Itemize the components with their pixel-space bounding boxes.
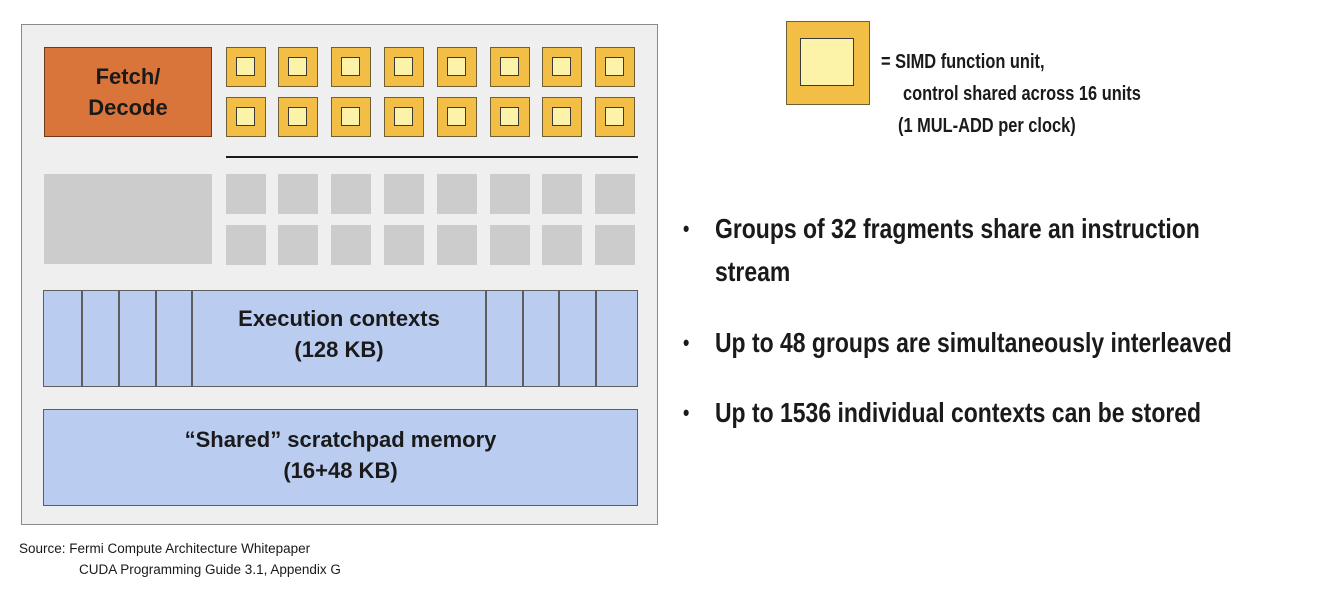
simd-alu xyxy=(437,47,477,87)
inactive-alu xyxy=(226,225,266,265)
inactive-alu xyxy=(384,174,424,214)
bullet-item: • Up to 48 groups are simultaneously inte… xyxy=(683,321,1232,364)
shared-memory-label: “Shared” scratchpad memory (16+48 KB) xyxy=(184,427,497,483)
simd-alu xyxy=(595,97,635,137)
inactive-alu xyxy=(384,225,424,265)
bullet-text: stream xyxy=(714,256,791,287)
inactive-fetch-decode-block xyxy=(44,174,212,264)
legend-simd-unit-icon xyxy=(786,21,870,105)
legend-line-2: control shared across 16 units xyxy=(903,83,1141,105)
fetch-decode-unit: Fetch/ Decode xyxy=(44,47,212,137)
inactive-alu xyxy=(542,225,582,265)
context-divider xyxy=(485,291,487,386)
inactive-alu xyxy=(490,174,530,214)
simd-alu xyxy=(226,47,266,87)
inactive-alu xyxy=(278,174,318,214)
simd-alu xyxy=(490,47,530,87)
simd-alu xyxy=(542,97,582,137)
simd-alu xyxy=(278,97,318,137)
inactive-alu xyxy=(331,225,371,265)
simd-alu xyxy=(278,47,318,87)
simd-alu xyxy=(595,47,635,87)
bullet-text: Up to 48 groups are simultaneously inter… xyxy=(714,327,1232,358)
inactive-alu xyxy=(595,225,635,265)
context-divider xyxy=(558,291,560,386)
shared-memory-block xyxy=(43,409,638,506)
context-divider xyxy=(191,291,193,386)
execution-contexts-label: Execution contexts (128 KB) xyxy=(238,306,440,362)
context-divider xyxy=(595,291,597,386)
alu-divider-line xyxy=(226,156,638,158)
simd-alu xyxy=(384,47,424,87)
context-divider xyxy=(155,291,157,386)
simd-alu xyxy=(384,97,424,137)
bullet-dot-icon: • xyxy=(683,400,690,425)
inactive-alu xyxy=(278,225,318,265)
simd-alu xyxy=(542,47,582,87)
bullet-text: Up to 1536 individual contexts can be st… xyxy=(714,397,1202,428)
legend-line-3: (1 MUL-ADD per clock) xyxy=(898,115,1076,137)
source-note: Source: Fermi Compute Architecture White… xyxy=(19,538,341,580)
execution-contexts-block xyxy=(43,290,638,387)
inactive-alu xyxy=(331,174,371,214)
inactive-alu xyxy=(437,225,477,265)
inactive-alu xyxy=(595,174,635,214)
legend-line-1: = SIMD function unit, xyxy=(881,51,1045,73)
context-divider xyxy=(81,291,83,386)
source-line-2: CUDA Programming Guide 3.1, Appendix G xyxy=(79,562,341,577)
bullet-dot-icon: • xyxy=(683,330,690,355)
simd-alu xyxy=(331,97,371,137)
simd-alu xyxy=(226,97,266,137)
inactive-alu xyxy=(542,174,582,214)
source-line-1: Source: Fermi Compute Architecture White… xyxy=(19,541,311,556)
bullet-item: • Groups of 32 fragments share an instruc… xyxy=(683,207,1200,293)
bullet-item: • Up to 1536 individual contexts can be s… xyxy=(683,391,1201,434)
simd-alu xyxy=(437,97,477,137)
bullet-text: Groups of 32 fragments share an instruct… xyxy=(714,213,1200,244)
inactive-alu xyxy=(226,174,266,214)
inactive-alu xyxy=(437,174,477,214)
bullet-dot-icon: • xyxy=(683,216,690,241)
inactive-alu xyxy=(490,225,530,265)
context-divider xyxy=(118,291,120,386)
simd-alu xyxy=(331,47,371,87)
context-divider xyxy=(522,291,524,386)
simd-alu xyxy=(490,97,530,137)
